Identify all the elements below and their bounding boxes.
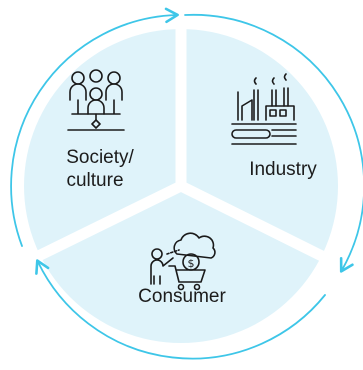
factory-icon [231, 73, 297, 145]
society-label-line1: Society/ [66, 147, 134, 168]
segment-dividers [13, 22, 353, 275]
shopper-with-cart-icon: $ [150, 232, 216, 291]
arrow-left-to-top [10, 7, 179, 247]
arrow-right-to-left [35, 259, 326, 360]
cycle-arrows [10, 7, 363, 360]
industry-label: Industry [249, 159, 317, 180]
divider-right [178, 181, 353, 275]
divider-left [13, 181, 184, 272]
consumer-label: Consumer [138, 286, 226, 307]
arrow-top-to-right [184, 13, 363, 273]
society-label-line2: culture [66, 170, 123, 191]
people-network-icon [67, 69, 125, 131]
segment-industry: Industry [231, 73, 317, 180]
svg-text:$: $ [188, 257, 195, 270]
segment-society: Society/ culture [66, 69, 135, 191]
segment-consumer: $ Consumer [138, 232, 226, 307]
